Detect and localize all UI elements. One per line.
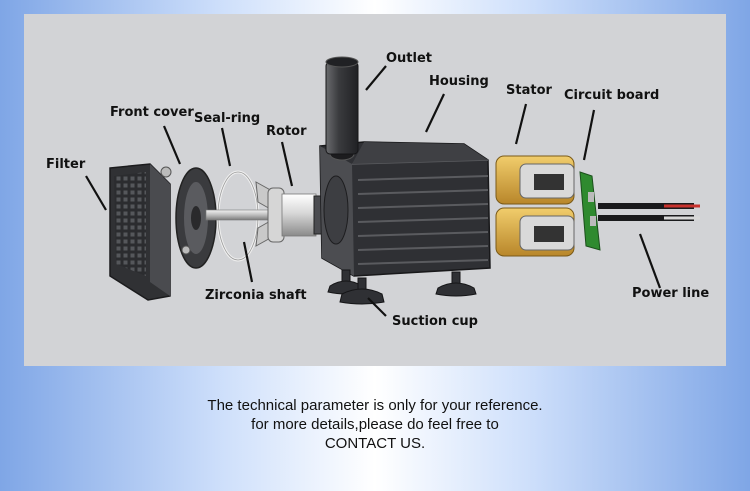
label-circuit-board: Circuit board	[564, 88, 660, 103]
note-line-2: for more details,please do feel free to	[251, 416, 499, 433]
label-zirconia-shaft: Zirconia shaft	[205, 288, 307, 303]
rotor-part	[255, 181, 335, 247]
circuit-board-part	[579, 171, 601, 251]
label-suction-cup: Suction cup	[392, 314, 478, 329]
reference-note: The technical parameter is only for your…	[0, 396, 750, 453]
label-front-cover: Front cover	[110, 105, 194, 120]
leader-lines	[85, 65, 662, 317]
stator-part	[495, 155, 575, 257]
diagram-panel: Filter Front cover Seal-ring Rotor Outle…	[24, 14, 726, 366]
filter-part	[109, 163, 171, 301]
note-line-3: CONTACT US.	[324, 435, 426, 452]
label-filter: Filter	[46, 157, 86, 172]
label-seal-ring: Seal-ring	[194, 111, 261, 126]
label-power-line: Power line	[632, 286, 710, 301]
note-line-1: The technical parameter is only for your…	[207, 397, 543, 414]
housing-part	[319, 141, 491, 277]
outlet-part	[325, 56, 359, 155]
pump-exploded-view	[85, 56, 700, 317]
label-stator: Stator	[506, 83, 552, 98]
front-cover-part	[160, 166, 217, 269]
power-line-part	[598, 203, 700, 221]
suction-cups	[327, 269, 477, 305]
label-housing: Housing	[429, 74, 489, 89]
label-rotor: Rotor	[266, 124, 307, 139]
label-outlet: Outlet	[386, 51, 433, 66]
